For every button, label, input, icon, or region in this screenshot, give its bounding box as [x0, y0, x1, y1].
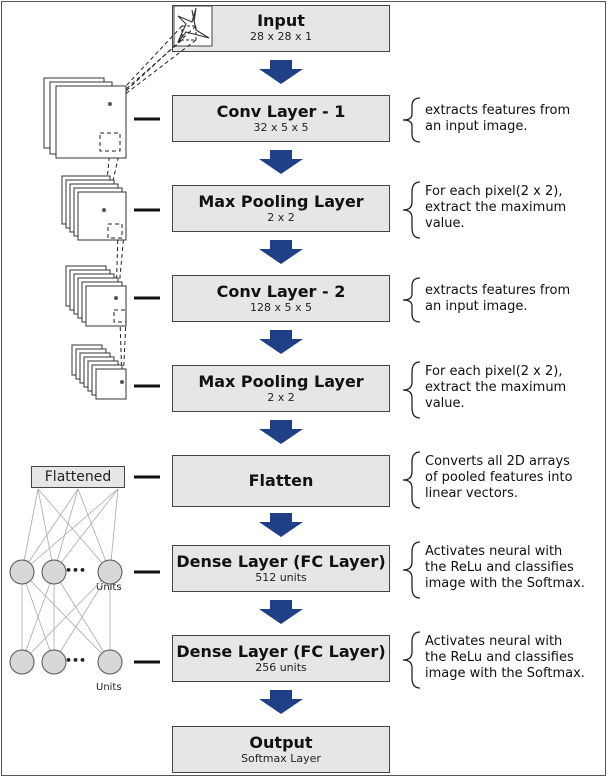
- max-pooling-layer-2-box: Max Pooling Layer 2 x 2: [172, 365, 390, 412]
- neuron: [41, 649, 67, 675]
- ellipsis-dense-1: •••: [65, 564, 87, 577]
- description-pool-2: For each pixel(2 x 2), extract the maxim…: [425, 364, 605, 412]
- conv-layer-1-box: Conv Layer - 1 32 x 5 x 5: [172, 95, 390, 142]
- layer-title: Flatten: [248, 471, 314, 490]
- description-line: extracts features from: [425, 103, 571, 118]
- conv2-feature-maps: [65, 265, 127, 327]
- left-brace-icon: [402, 97, 421, 143]
- neuron: [97, 559, 123, 585]
- description-flatten: Converts all 2D arrays of pooled feature…: [425, 454, 605, 502]
- layer-subtitle: Softmax Layer: [241, 752, 321, 765]
- layer-title: Max Pooling Layer: [198, 372, 364, 391]
- down-arrow-icon: [259, 513, 303, 537]
- down-arrow-icon: [259, 240, 303, 264]
- layer-subtitle: 2 x 2: [267, 391, 295, 404]
- description-line: value.: [425, 396, 465, 411]
- down-arrow-icon: [259, 600, 303, 624]
- layer-title: Conv Layer - 2: [216, 282, 346, 301]
- connector-lines: [134, 117, 160, 664]
- left-brace-icon: [402, 361, 421, 419]
- dense-layer-2-box: Dense Layer (FC Layer) 256 units: [172, 635, 390, 682]
- description-line: extract the maximum: [425, 200, 567, 215]
- pool2-feature-maps: [71, 344, 127, 400]
- description-line: image with the Softmax.: [425, 576, 585, 591]
- conv1-feature-maps: [43, 77, 127, 159]
- down-arrow-icon: [259, 420, 303, 444]
- left-brace-icon: [402, 277, 421, 323]
- description-braces: [402, 97, 421, 689]
- layer-subtitle: 256 units: [255, 661, 307, 674]
- layer-subtitle: 128 x 5 x 5: [250, 301, 312, 314]
- dense-neurons: [9, 559, 123, 675]
- units-label-dense-2: Units: [96, 682, 122, 693]
- description-line: For each pixel(2 x 2),: [425, 184, 563, 199]
- layer-title: Output: [249, 733, 313, 752]
- down-arrow-icon: [259, 330, 303, 354]
- dense-connections: [21, 488, 119, 663]
- layer-title: Max Pooling Layer: [198, 192, 364, 211]
- description-conv-2: extracts features from an input image.: [425, 283, 605, 315]
- neuron: [9, 559, 35, 585]
- layer-subtitle: 512 units: [255, 571, 307, 584]
- output-layer-box: Output Softmax Layer: [172, 726, 390, 773]
- neuron: [97, 649, 123, 675]
- description-line: value.: [425, 216, 465, 231]
- left-brace-icon: [402, 541, 421, 599]
- description-dense-1: Activates neural with the ReLu and class…: [425, 544, 605, 592]
- description-line: of pooled features into: [425, 470, 573, 485]
- layer-title: Conv Layer - 1: [216, 102, 346, 121]
- layer-title: Dense Layer (FC Layer): [176, 642, 386, 661]
- left-brace-icon: [402, 181, 421, 239]
- description-line: the ReLu and classifies: [425, 560, 574, 575]
- description-line: extracts features from: [425, 283, 571, 298]
- description-line: Activates neural with: [425, 544, 563, 559]
- conv-layer-2-box: Conv Layer - 2 128 x 5 x 5: [172, 275, 390, 322]
- left-brace-icon: [402, 451, 421, 509]
- description-conv-1: extracts features from an input image.: [425, 103, 605, 135]
- neuron: [41, 559, 67, 585]
- down-arrow-icon: [259, 690, 303, 714]
- description-line: an input image.: [425, 299, 528, 314]
- left-brace-icon: [402, 631, 421, 689]
- max-pooling-layer-1-box: Max Pooling Layer 2 x 2: [172, 185, 390, 232]
- description-line: Converts all 2D arrays: [425, 454, 570, 469]
- units-label-dense-1: Units: [96, 582, 122, 593]
- flow-arrows: [259, 60, 303, 714]
- description-line: For each pixel(2 x 2),: [425, 364, 563, 379]
- ellipsis-dense-2: •••: [65, 654, 87, 667]
- description-line: extract the maximum: [425, 380, 567, 395]
- description-line: linear vectors.: [425, 486, 519, 501]
- description-line: an input image.: [425, 119, 528, 134]
- layer-subtitle: 2 x 2: [267, 211, 295, 224]
- description-line: Activates neural with: [425, 634, 563, 649]
- layer-title: Dense Layer (FC Layer): [176, 552, 386, 571]
- layer-subtitle: 28 x 28 x 1: [250, 30, 312, 43]
- description-pool-1: For each pixel(2 x 2), extract the maxim…: [425, 184, 605, 232]
- layer-subtitle: 32 x 5 x 5: [253, 121, 309, 134]
- description-line: image with the Softmax.: [425, 666, 585, 681]
- description-dense-2: Activates neural with the ReLu and class…: [425, 634, 605, 682]
- pool1-feature-maps: [61, 175, 127, 241]
- input-image-thumbnail: [173, 5, 213, 47]
- neuron: [9, 649, 35, 675]
- flattened-label-box: Flattened: [31, 466, 125, 488]
- down-arrow-icon: [259, 150, 303, 174]
- description-line: the ReLu and classifies: [425, 650, 574, 665]
- layer-title: Input: [257, 11, 305, 30]
- dense-layer-1-box: Dense Layer (FC Layer) 512 units: [172, 545, 390, 592]
- down-arrow-icon: [259, 60, 303, 84]
- flatten-layer-box: Flatten: [172, 455, 390, 507]
